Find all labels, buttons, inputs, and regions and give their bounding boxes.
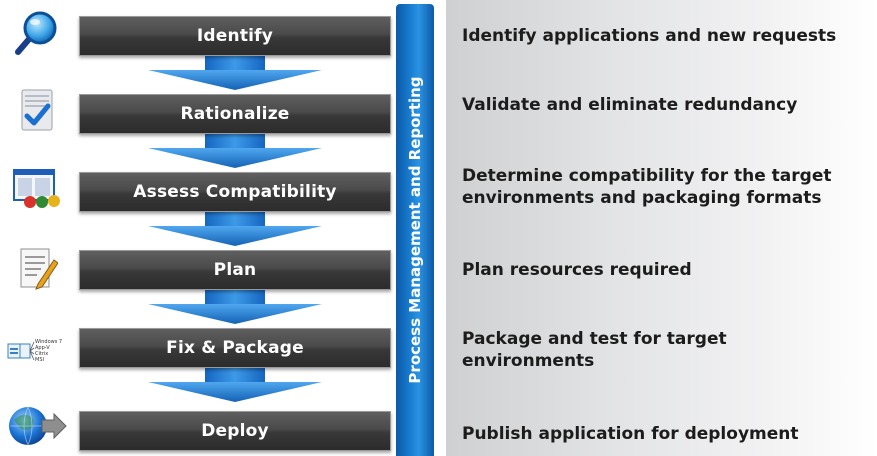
description-assess-compatibility: Determine compatibility for the target e…	[462, 166, 832, 208]
description-panel	[446, 0, 877, 456]
step-fix-package: Fix & Package	[79, 328, 391, 368]
description-identify: Identify applications and new requests	[462, 26, 837, 46]
step-label: Fix & Package	[166, 338, 304, 358]
description-plan: Plan resources required	[462, 260, 692, 280]
package-format-label: App-V	[35, 345, 50, 351]
connector-arrow	[148, 134, 322, 168]
step-assess-compatibility: Assess Compatibility	[79, 172, 391, 212]
description-rationalize: Validate and eliminate redundancy	[462, 95, 798, 115]
step-label: Identify	[196, 26, 274, 46]
connector-arrow	[148, 290, 322, 324]
step-rationalize: Rationalize	[79, 94, 391, 134]
checklist-icon	[21, 89, 53, 131]
connector-arrow	[148, 212, 322, 246]
package-format-label: MSI	[35, 357, 44, 363]
package-format-label: Citrix	[35, 351, 48, 357]
package-format-label: Windows 7	[35, 339, 62, 345]
process-management-bar: Process Management and Reporting	[396, 4, 434, 456]
connector-arrow	[148, 56, 322, 90]
process-management-label: Process Management and Reporting	[406, 76, 424, 384]
package-formats-icon: Windows 7 App-V Citrix MSI	[7, 339, 62, 363]
step-label: Plan	[213, 260, 257, 280]
step-label: Rationalize	[180, 104, 290, 124]
description-deploy: Publish application for deployment	[462, 424, 799, 444]
connector-arrow	[148, 368, 322, 402]
step-deploy: Deploy	[79, 411, 391, 451]
step-identify: Identify	[79, 16, 391, 56]
globe-arrow-icon	[9, 406, 67, 446]
description-fix-package: Package and test for target environments	[462, 329, 727, 371]
document-pencil-icon	[20, 248, 58, 290]
magnifier-icon	[15, 11, 57, 55]
compatibility-window-icon	[13, 169, 60, 208]
step-label: Assess Compatibility	[133, 182, 337, 202]
step-label: Deploy	[201, 421, 269, 441]
step-plan: Plan	[79, 250, 391, 290]
